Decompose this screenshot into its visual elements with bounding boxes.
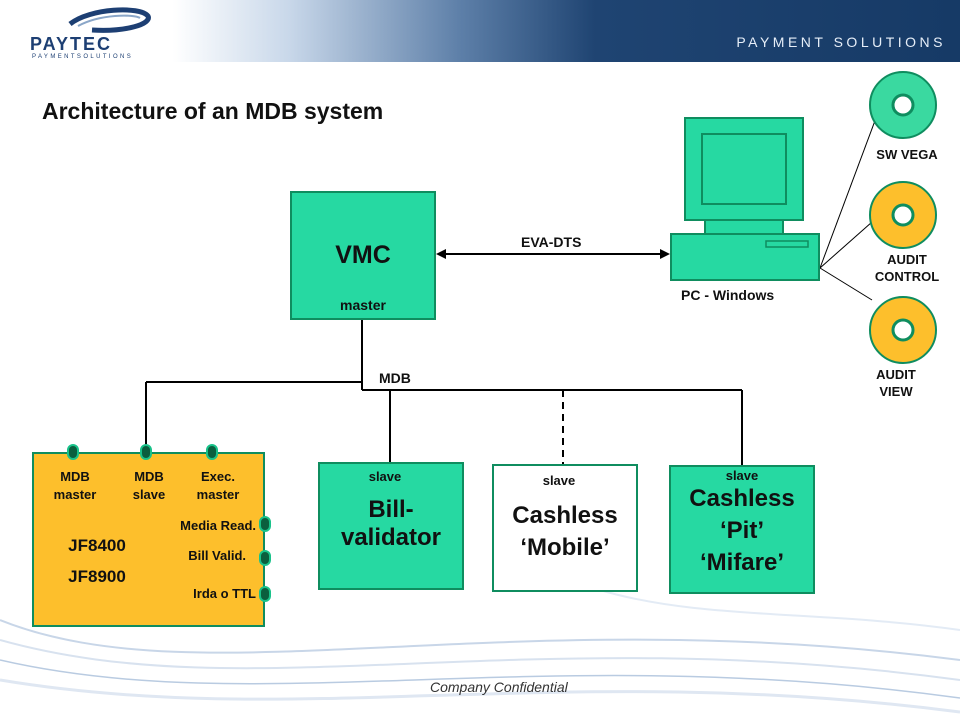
pin-connector-bill-valid bbox=[259, 550, 271, 566]
paytec-logo: PAYTEC PAYMENTSOLUTIONS bbox=[30, 6, 170, 62]
cashless-mobile-name: Cashless ‘Mobile’ bbox=[512, 502, 618, 561]
header-tagline: PAYMENT SOLUTIONS bbox=[736, 34, 946, 50]
pin-label-mdb-master: MDB master bbox=[53, 469, 97, 502]
audit-control-disc-icon bbox=[869, 181, 937, 249]
bill-validator-name: Bill- validator bbox=[340, 496, 442, 551]
cashless-pit-name: Cashless ‘Pit’ ‘Mifare’ bbox=[689, 485, 795, 576]
cashless-pit-role: slave bbox=[725, 468, 759, 483]
vmc-box: VMC master bbox=[290, 191, 436, 320]
cashless-pit-mifare-box: slave Cashless ‘Pit’ ‘Mifare’ bbox=[669, 465, 815, 594]
pin-label-exec-master: Exec. master bbox=[196, 469, 240, 502]
vmc-role: master bbox=[340, 297, 386, 313]
pin-connector-mdb-master bbox=[67, 444, 79, 460]
pin-connector-media-read bbox=[259, 516, 271, 532]
pc-label: PC - Windows bbox=[681, 287, 775, 303]
pin-connector-irda-ttl bbox=[259, 586, 271, 602]
logo-word: PAYTEC bbox=[30, 34, 113, 54]
header-banner: PAYTEC PAYMENTSOLUTIONS PAYMENT SOLUTION… bbox=[0, 0, 960, 62]
footer-confidential: Company Confidential bbox=[430, 679, 568, 695]
page-title: Architecture of an MDB system bbox=[42, 98, 384, 124]
bill-validator-role: slave bbox=[368, 469, 402, 484]
pin-label-media-read: Media Read. bbox=[180, 518, 256, 533]
bill-validator-box: slave Bill- validator bbox=[318, 462, 464, 590]
mdb-label: MDB bbox=[379, 370, 411, 386]
logo-swoosh-icon bbox=[68, 7, 151, 33]
computer-icon bbox=[670, 117, 820, 281]
jf-module-box: MDB master MDB slave Exec. master JF8400… bbox=[32, 452, 265, 627]
pin-connector-exec-master bbox=[206, 444, 218, 460]
audit-control-label: AUDIT CONTROL bbox=[874, 252, 940, 284]
sw-vega-disc-icon bbox=[869, 71, 937, 139]
pin-label-bill-valid: Bill Valid. bbox=[188, 548, 246, 563]
pin-label-irda-ttl: Irda o TTL bbox=[193, 586, 256, 601]
jf-model-8400: JF8400 bbox=[68, 536, 126, 555]
audit-view-label: AUDIT VIEW bbox=[876, 367, 916, 399]
sw-vega-label: SW VEGA bbox=[876, 147, 938, 162]
jf-model-8900: JF8900 bbox=[68, 567, 126, 586]
pin-connector-mdb-slave bbox=[140, 444, 152, 460]
cashless-mobile-box: slave Cashless ‘Mobile’ bbox=[492, 464, 638, 592]
cashless-mobile-role: slave bbox=[542, 473, 576, 488]
logo-subtitle: PAYMENTSOLUTIONS bbox=[32, 54, 134, 60]
footer-swirl-decoration bbox=[0, 589, 960, 714]
vmc-name: VMC bbox=[335, 241, 391, 269]
audit-view-disc-icon bbox=[869, 296, 937, 364]
pin-label-mdb-slave: MDB slave bbox=[132, 469, 166, 502]
eva-dts-label: EVA-DTS bbox=[521, 234, 582, 250]
